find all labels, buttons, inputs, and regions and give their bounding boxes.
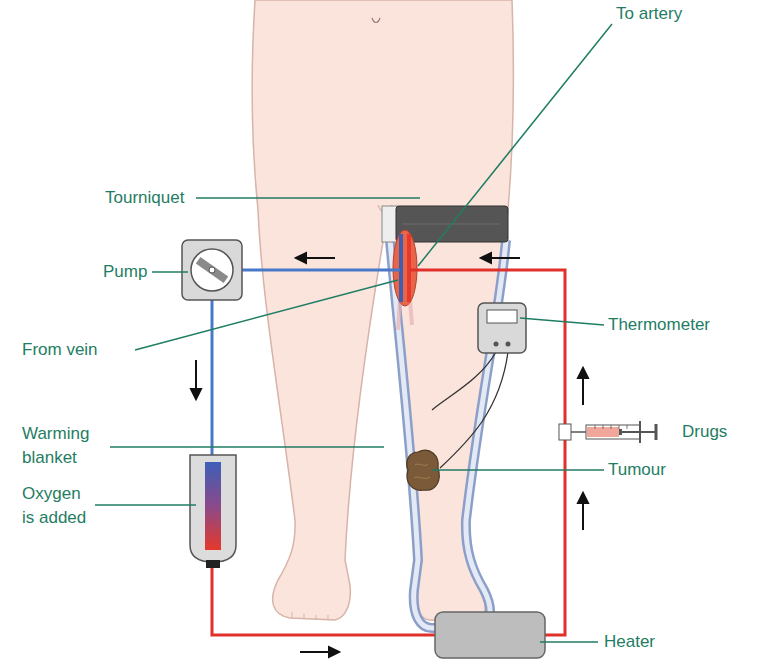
part-label: Drugs — [682, 420, 752, 444]
thermometer-socket — [494, 342, 499, 347]
oxygenator-outlet — [206, 560, 220, 568]
tumour-texture — [414, 464, 430, 478]
pump-blade — [196, 257, 228, 283]
incision — [393, 230, 417, 306]
vein — [399, 234, 403, 302]
venous-line — [211, 300, 214, 455]
body-outline — [252, 0, 513, 622]
drug-port — [559, 424, 571, 440]
heater — [435, 612, 545, 658]
arterial-line — [212, 565, 435, 635]
part-label: Pump — [103, 260, 151, 284]
part-label: Warming blanket — [22, 422, 106, 470]
part-label: Tourniquet — [105, 186, 195, 210]
step-label: Oxygen is added — [22, 482, 92, 530]
oxygenator — [190, 455, 236, 562]
syringe-flange — [639, 421, 641, 443]
artery — [407, 234, 411, 302]
thermometer-wire — [432, 352, 496, 410]
pump-hub — [209, 267, 215, 273]
part-label: Heater — [604, 630, 694, 654]
venous-line — [242, 269, 400, 272]
vessel-label: To artery — [616, 2, 736, 26]
syringe-scale — [595, 425, 627, 429]
syringe-rod — [622, 431, 655, 433]
vessel-label: From vein — [22, 338, 132, 362]
syringe-needle — [571, 431, 586, 433]
thermometer — [478, 303, 526, 353]
oxygenator-blood — [205, 462, 221, 550]
leader-line — [95, 24, 612, 642]
thermometer-socket — [506, 342, 511, 347]
navel — [372, 18, 380, 23]
thermometer-wire — [440, 352, 508, 468]
part-label: Thermometer — [608, 313, 728, 337]
part-label: Tumour — [608, 458, 698, 482]
toes — [292, 612, 328, 620]
pump — [182, 240, 242, 300]
thermometer-screen — [487, 310, 517, 323]
flow-arrow — [191, 253, 588, 657]
syringe-plunger — [619, 429, 622, 435]
syringe-thumb — [655, 424, 658, 440]
pump-rotor — [191, 249, 233, 291]
